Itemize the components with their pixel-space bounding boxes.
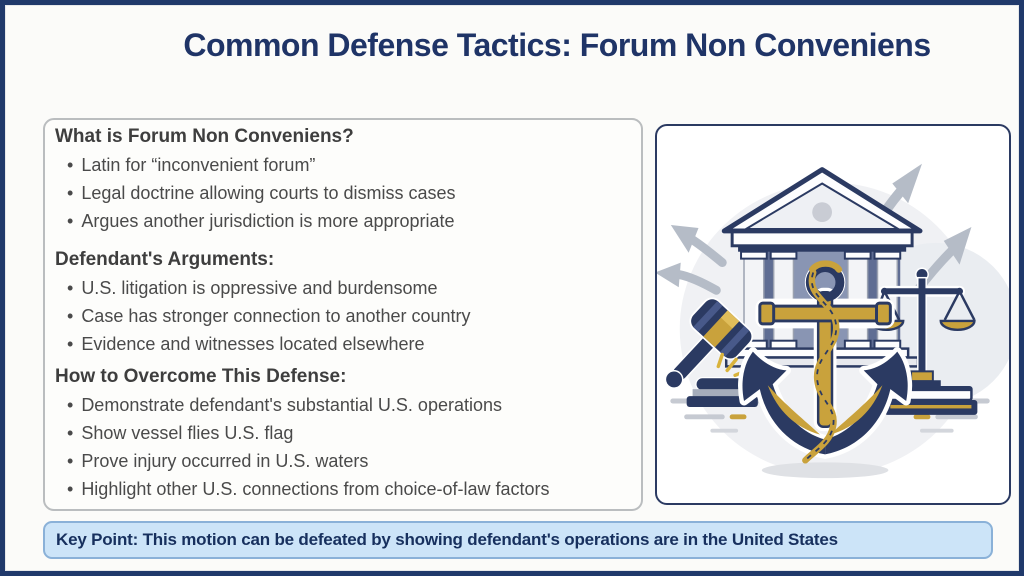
illustration-panel (655, 124, 1011, 505)
bullet-item: Highlight other U.S. connections from ch… (67, 475, 631, 503)
bullet-list: U.S. litigation is oppressive and burden… (55, 274, 631, 358)
bullet-item: Demonstrate defendant's substantial U.S.… (67, 391, 631, 419)
bullet-item: Prove injury occurred in U.S. waters (67, 447, 631, 475)
bullet-item: Legal doctrine allowing courts to dismis… (67, 179, 631, 207)
bullet-list: Demonstrate defendant's substantial U.S.… (55, 391, 631, 503)
slide-title: Common Defense Tactics: Forum Non Conven… (183, 27, 931, 63)
section-heading: What is Forum Non Conveniens? (55, 126, 354, 147)
content-panel: What is Forum Non Conveniens? Latin for … (43, 118, 643, 511)
bullet-item: U.S. litigation is oppressive and burden… (67, 274, 631, 302)
bullet-item: Argues another jurisdiction is more appr… (67, 207, 631, 235)
key-point-text: Key Point: This motion can be defeated b… (56, 530, 838, 549)
bullet-item: Show vessel flies U.S. flag (67, 419, 631, 447)
legal-maritime-illustration (657, 163, 1009, 479)
gavel-icon (664, 297, 758, 407)
bullet-item: Case has stronger connection to another … (67, 302, 631, 330)
section-what-is-forum-non-conveniens: What is Forum Non Conveniens? Latin for … (55, 123, 631, 235)
anchor-icon (738, 260, 913, 464)
section-heading: Defendant's Arguments: (55, 249, 275, 270)
section-defendants-arguments: Defendant's Arguments: U.S. litigation i… (55, 246, 631, 358)
key-point-banner: Key Point: This motion can be defeated b… (43, 521, 993, 559)
section-heading: How to Overcome This Defense: (55, 366, 347, 387)
bullet-list: Latin for “inconvenient forum” Legal doc… (55, 151, 631, 235)
section-how-to-overcome: How to Overcome This Defense: Demonstrat… (55, 363, 631, 503)
bullet-item: Latin for “inconvenient forum” (67, 151, 631, 179)
bullet-item: Evidence and witnesses located elsewhere (67, 330, 631, 358)
anchor-shadow (761, 462, 889, 479)
